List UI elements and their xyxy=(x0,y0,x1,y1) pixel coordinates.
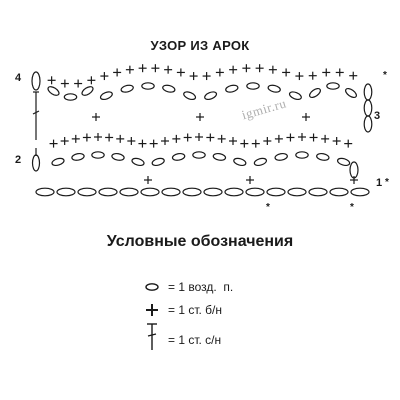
chain-stitch xyxy=(81,86,94,96)
legend-item-double-crochet: = 1 ст. с/н xyxy=(140,323,222,352)
chain-stitch xyxy=(274,152,288,161)
chain-stitch xyxy=(309,87,321,99)
chain-stitch xyxy=(287,187,307,197)
repeat-marker: * xyxy=(350,202,354,213)
chain-stitch xyxy=(120,84,134,93)
repeat-marker: * xyxy=(383,70,387,81)
chain-stitch xyxy=(363,115,373,133)
legend-text: = 1 ст. б/н xyxy=(168,303,223,317)
row-label-4: 4 xyxy=(15,72,22,84)
chain-stitch xyxy=(51,157,65,167)
chain-stitch xyxy=(63,93,78,101)
chain-stitch xyxy=(253,157,268,167)
chain-stitch xyxy=(326,82,340,90)
chain-stitch xyxy=(203,187,223,197)
chain-stitch xyxy=(183,91,197,101)
chain-stitch xyxy=(225,84,239,93)
chain-stitch xyxy=(162,84,176,93)
legend-text: = 1 ст. с/н xyxy=(168,333,222,347)
legend-item-chain: = 1 возд. п. xyxy=(140,275,233,299)
chain-stitch xyxy=(350,187,370,197)
chain-stitch xyxy=(266,187,286,197)
chain-stitch xyxy=(56,187,76,197)
chain-stitch xyxy=(171,152,186,161)
row-label-1: 1 xyxy=(376,177,383,189)
chain-stitch xyxy=(161,187,181,197)
double-crochet xyxy=(32,110,40,115)
legend-title: Условные обозначения xyxy=(106,233,294,250)
chain-stitch xyxy=(31,154,41,172)
chain-stitch xyxy=(141,82,155,90)
chain-stitch xyxy=(212,152,227,161)
chain-stitch xyxy=(316,152,330,161)
chain-stitch xyxy=(233,157,247,167)
chain-stitch xyxy=(111,152,125,161)
chain-stitch xyxy=(140,187,160,197)
row-label-3: 3 xyxy=(374,110,381,122)
chain-stitch xyxy=(363,83,373,101)
chain-stitch-oval-icon xyxy=(140,275,164,299)
chain-stitch xyxy=(182,187,202,197)
chain-stitch xyxy=(224,187,244,197)
chain-stitch xyxy=(336,157,351,167)
chain-stitch xyxy=(99,91,113,101)
legend-item-single-crochet: = 1 ст. б/н xyxy=(140,298,222,322)
chain-stitch xyxy=(151,157,165,167)
chain-stitch xyxy=(288,91,302,101)
pattern-title: УЗОР ИЗ АРОК xyxy=(150,38,250,53)
chain-stitch xyxy=(245,187,265,197)
chain-stitch xyxy=(349,161,359,179)
chain-stitch xyxy=(131,157,145,167)
chain-stitch xyxy=(204,91,218,101)
single-crochet-cross-icon xyxy=(140,298,164,322)
chain-stitch xyxy=(308,187,328,197)
chain-stitch xyxy=(329,187,349,197)
chain-stitch xyxy=(77,187,97,197)
chain-stitch xyxy=(246,82,260,90)
chain-stitch xyxy=(295,151,309,159)
legend-text: = 1 возд. п. xyxy=(168,280,234,294)
chain-stitch xyxy=(98,187,118,197)
chain-stitch xyxy=(267,84,281,93)
crochet-chart xyxy=(31,64,373,197)
double-crochet-post-icon xyxy=(140,323,164,352)
chain-stitch xyxy=(91,151,105,159)
chain-stitch xyxy=(363,99,373,117)
row-label-2: 2 xyxy=(15,154,22,166)
repeat-marker: * xyxy=(266,202,270,213)
chain-stitch xyxy=(192,151,206,159)
repeat-marker: * xyxy=(385,177,389,188)
chain-stitch xyxy=(35,187,55,197)
chain-stitch xyxy=(47,86,60,96)
chain-stitch xyxy=(31,71,41,91)
chain-stitch xyxy=(119,187,139,197)
chain-stitch xyxy=(71,152,85,161)
chain-stitch xyxy=(345,87,357,99)
